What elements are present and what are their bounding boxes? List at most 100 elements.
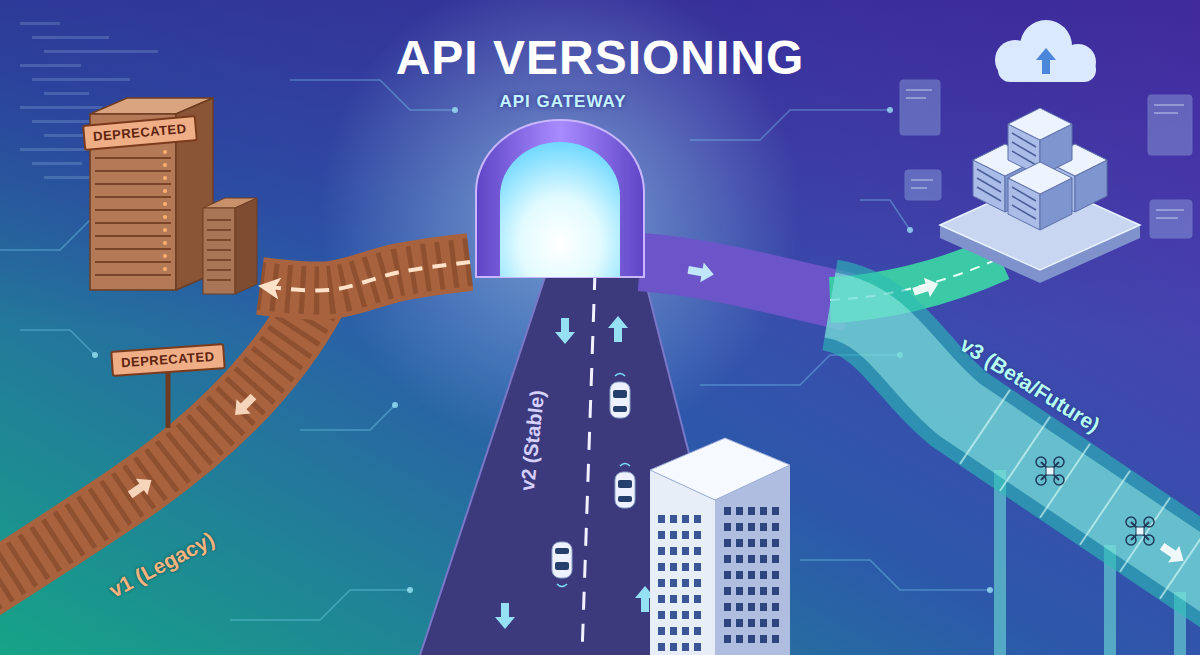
lane-marking (582, 272, 595, 655)
building-window (670, 643, 677, 651)
building-window (736, 571, 743, 579)
rack-slot (207, 279, 231, 281)
rack-slot (207, 219, 231, 221)
building-window (658, 595, 665, 603)
status-led (163, 189, 167, 193)
direction-arrow (1156, 538, 1189, 569)
node-outline (75, 68, 260, 296)
glass-tube-inner (830, 305, 1200, 592)
building-window (724, 539, 731, 547)
car-window (618, 480, 632, 488)
circuit-trace (20, 330, 95, 355)
floating-panel (1150, 200, 1192, 238)
car-signal (557, 584, 567, 587)
api-gateway: API GATEWAY (470, 92, 656, 277)
version-label: v1 (Legacy) (105, 527, 218, 602)
server-unit-side (235, 198, 257, 294)
rack-slot (95, 261, 171, 263)
rack-slot (207, 269, 231, 271)
drone (1126, 517, 1154, 545)
direction-arrow (686, 260, 715, 284)
building-window (694, 531, 701, 539)
car-signal (615, 374, 625, 377)
drone-arm (1131, 522, 1149, 540)
circuit-dot (987, 587, 993, 593)
building-window (736, 587, 743, 595)
code-line (20, 64, 81, 67)
building-window (748, 555, 755, 563)
building-window (658, 643, 665, 651)
building-window (658, 627, 665, 635)
building-window (748, 603, 755, 611)
tube-pillar (994, 470, 1006, 655)
building-window (724, 635, 731, 643)
building-window (670, 547, 677, 555)
building-window (748, 619, 755, 627)
building-window (658, 531, 665, 539)
drone-rotor (1036, 475, 1046, 485)
car-window (613, 390, 627, 398)
building-window (772, 555, 779, 563)
building-window (694, 547, 701, 555)
status-led (163, 215, 167, 219)
building-window (694, 611, 701, 619)
building-window (760, 587, 767, 595)
building-window (748, 523, 755, 531)
circuit-trace (690, 110, 890, 140)
car-window (555, 548, 569, 554)
road-stones (0, 292, 320, 610)
building-window (670, 579, 677, 587)
panel-line (1156, 210, 1184, 211)
status-led (163, 267, 167, 271)
direction-arrow (124, 472, 157, 503)
rack-slot (95, 274, 171, 276)
rack-slot (95, 157, 171, 159)
building-window (772, 619, 779, 627)
code-line (44, 50, 158, 53)
panel-line (1156, 218, 1178, 219)
drone-rotor (1126, 517, 1136, 527)
drone-body (1046, 467, 1054, 475)
building-window (682, 531, 689, 539)
status-led (163, 241, 167, 245)
car-window (555, 562, 569, 570)
status-led (163, 163, 167, 167)
rack-slot (95, 183, 171, 185)
direction-arrow (910, 274, 941, 301)
glass-tube (830, 305, 1200, 592)
building-window (736, 539, 743, 547)
building-window (760, 635, 767, 643)
building-window (760, 523, 767, 531)
building-window (670, 595, 677, 603)
building-window (670, 563, 677, 571)
building-window (772, 635, 779, 643)
rack-slot (207, 239, 231, 241)
title: API VERSIONING (0, 30, 1200, 85)
tube-rib (1160, 525, 1200, 599)
server-cube-top (1008, 162, 1072, 194)
circuit-dot (887, 107, 893, 113)
floating-panel (905, 170, 941, 200)
rack-slot (95, 235, 171, 237)
building-window (724, 507, 731, 515)
car-body (552, 542, 572, 578)
building-window (682, 611, 689, 619)
building-window (736, 635, 743, 643)
building-window (694, 643, 701, 651)
building-window (670, 531, 677, 539)
drone-body (1136, 527, 1144, 535)
circuit-dot (907, 227, 913, 233)
building-window (694, 595, 701, 603)
arch-opening (500, 142, 620, 277)
circuit-dot (92, 352, 98, 358)
building-window (682, 643, 689, 651)
building-window (772, 523, 779, 531)
building-window (736, 523, 743, 531)
rack-slot (95, 196, 171, 198)
drone (1036, 457, 1064, 485)
building-window (682, 579, 689, 587)
circuit-dot (407, 587, 413, 593)
car-window (613, 406, 627, 412)
drone-arm (1041, 462, 1059, 480)
panel-line (1154, 113, 1178, 114)
